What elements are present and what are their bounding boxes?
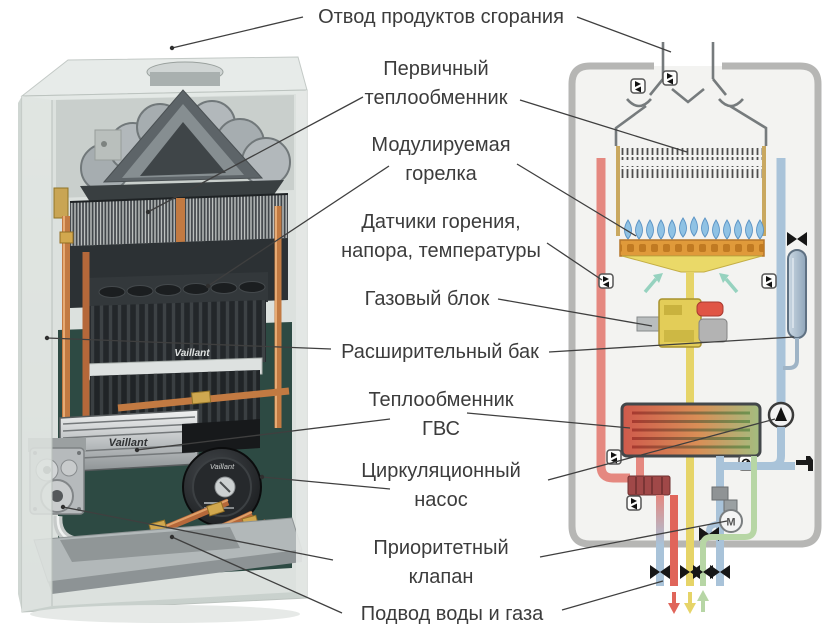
label-flue-gas-outlet: Отвод продуктов сгорания bbox=[318, 6, 564, 28]
vaillant-logo-pump: Vaillant bbox=[210, 462, 235, 471]
label-dhw-heat-exchanger: Теплообменник ГВС bbox=[368, 389, 514, 440]
label-modulating-burner: Модулируемая горелка bbox=[371, 134, 511, 185]
flue-outlet-schematic bbox=[614, 42, 768, 146]
dhw-heat-exchanger-schematic bbox=[620, 402, 762, 458]
distribution-block bbox=[627, 475, 671, 496]
faucet-icon bbox=[796, 456, 813, 471]
flow-arrows bbox=[668, 590, 709, 614]
combustion-sensor-left-icon bbox=[598, 273, 614, 289]
case-left-edge bbox=[18, 96, 22, 612]
floor-shadow bbox=[30, 605, 300, 623]
flue-collector-photo bbox=[80, 61, 291, 218]
air-flow-arrows bbox=[643, 273, 739, 294]
motor-circle bbox=[719, 509, 743, 533]
leader-lines bbox=[44, 16, 795, 614]
leader-dots bbox=[44, 45, 265, 540]
base-tray-photo bbox=[33, 517, 303, 594]
schematic-case-border bbox=[568, 62, 822, 548]
primary-heat-exchanger-photo bbox=[53, 187, 289, 246]
pump-symbol bbox=[767, 401, 795, 429]
vaillant-logo-box: Vaillant bbox=[109, 437, 149, 449]
gas-valve-coil bbox=[696, 301, 724, 317]
glass-panel-right bbox=[296, 90, 307, 598]
label-water-and-gas-supply: Подвод воды и газа bbox=[360, 603, 544, 625]
label-gas-block: Газовый блок bbox=[364, 288, 490, 310]
flue-sensor-icon bbox=[630, 78, 646, 94]
label-primary-heat-exchanger: Первичный теплообменник bbox=[364, 58, 508, 109]
glass-panel-left bbox=[22, 96, 52, 612]
circulation-pump-photo: Vaillant bbox=[182, 419, 262, 527]
draft-sensor-icon bbox=[662, 70, 678, 86]
priority-valve-schematic: M bbox=[699, 486, 743, 541]
vaillant-logo-burner: Vaillant bbox=[174, 348, 210, 359]
label-circulation-pump: Циркуляционный насос bbox=[361, 460, 521, 511]
motor-label: M bbox=[726, 517, 735, 529]
boiler-photo: Vaillant bbox=[18, 56, 308, 623]
combustion-sensor-right-icon bbox=[761, 273, 777, 289]
modulating-burner-schematic bbox=[619, 239, 765, 302]
flow-sensor-icon bbox=[626, 495, 642, 511]
expansion-tank-schematic bbox=[783, 232, 807, 370]
dhw-outlet-pipe bbox=[700, 456, 757, 586]
label-expansion-tank: Расширительный бак bbox=[341, 341, 539, 363]
coil-lines bbox=[632, 411, 750, 449]
label-priority-valve: Приоритетный клапан bbox=[373, 537, 509, 588]
label-sensors: Датчики горения, напора, температуры bbox=[341, 211, 541, 262]
